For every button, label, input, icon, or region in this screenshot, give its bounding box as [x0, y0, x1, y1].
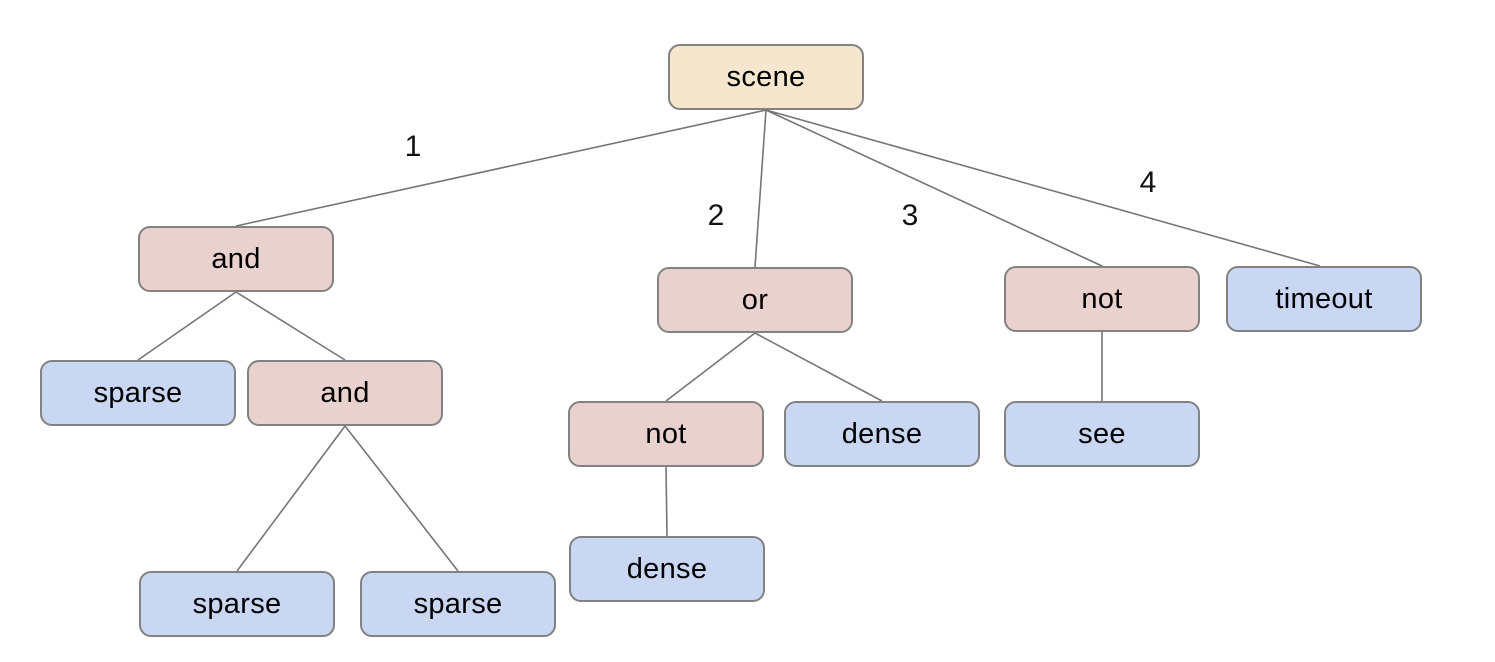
tree-node-dense-1: dense [784, 401, 980, 467]
edge-scene-not [765, 109, 1103, 267]
edge-and-sparse [137, 291, 237, 361]
edge-and2-sparse-right [344, 425, 459, 572]
edge-and2-sparse-left [236, 425, 346, 572]
edge-scene-timeout [765, 109, 1321, 267]
tree-node-sparse-1: sparse [40, 360, 236, 426]
edge-label-3: 3 [901, 199, 919, 232]
edge-or-dense [754, 332, 883, 402]
edge-scene-or [754, 109, 767, 268]
tree-node-and-2: and [247, 360, 443, 426]
tree-node-sparse-2: sparse [139, 571, 335, 637]
edge-not2-dense [665, 466, 668, 537]
tree-node-dense-2: dense [569, 536, 765, 602]
tree-node-not-1: not [1004, 266, 1200, 332]
edge-label-2: 2 [707, 199, 725, 232]
tree-node-timeout: timeout [1226, 266, 1422, 332]
edge-or-not [665, 332, 756, 402]
edge-scene-and [235, 109, 767, 227]
tree-node-scene: scene [668, 44, 864, 110]
tree-node-or: or [657, 267, 853, 333]
edge-and-and [235, 291, 346, 361]
edge-label-4: 4 [1139, 166, 1157, 199]
tree-node-not-2: not [568, 401, 764, 467]
tree-node-see: see [1004, 401, 1200, 467]
tree-node-and-1: and [138, 226, 334, 292]
edge-label-1: 1 [404, 130, 422, 163]
tree-node-sparse-3: sparse [360, 571, 556, 637]
